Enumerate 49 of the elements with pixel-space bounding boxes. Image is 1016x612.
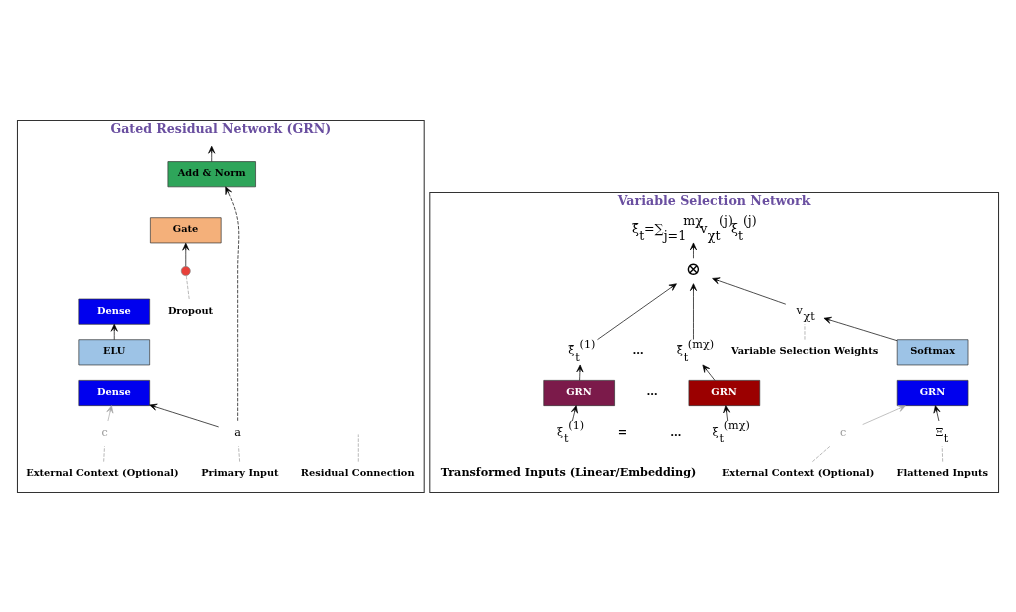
connector [185,274,190,299]
arrow [576,364,584,381]
node-box: Gate [150,216,222,243]
connector [941,445,944,462]
connector [804,323,806,340]
arrow [182,242,190,267]
node-text: Residual Connection [300,466,415,478]
connector [812,445,831,462]
arrow [690,242,697,259]
arrow [690,282,697,340]
node-text: External Context (Optional) [26,466,179,478]
arrow [110,323,118,340]
node-box: Dense [78,298,150,325]
label: Transformed Inputs (Linear/Embedding) [440,464,697,479]
node-box: GRN [688,379,761,406]
node-text: External Context (Optional) [721,466,875,478]
connector [103,445,105,462]
arrow [702,364,716,381]
node-box: ELU [78,338,150,365]
node-text: ⊗ [685,257,702,279]
arrow [712,276,787,305]
node-text: c [840,425,847,439]
arrow [597,282,677,340]
node-box: GRN [896,379,969,406]
node-text: Dropout [167,304,214,316]
arrow [149,403,219,427]
node-text: Variable Selection Weights [731,344,879,356]
label: … [646,383,658,398]
arrow [862,404,906,425]
arrow [933,404,941,421]
node-text: c [101,425,108,439]
node-text: Flattened Inputs [896,466,989,478]
node-text: a [234,425,241,439]
arrow [225,186,240,421]
arrow [723,404,731,421]
node-circle [180,265,191,276]
connector [357,433,359,462]
label: … [632,342,644,357]
node-box: GRN [543,379,615,406]
node-text: Primary Input [201,466,279,478]
node-box: Softmax [896,338,969,365]
node-box: Dense [78,379,150,406]
connector [238,445,240,462]
node-box: Add & Norm [167,160,256,187]
label: = [617,424,628,439]
arrow [571,404,578,421]
arrow [106,404,114,421]
arrow [823,316,898,341]
label: … [670,424,682,439]
